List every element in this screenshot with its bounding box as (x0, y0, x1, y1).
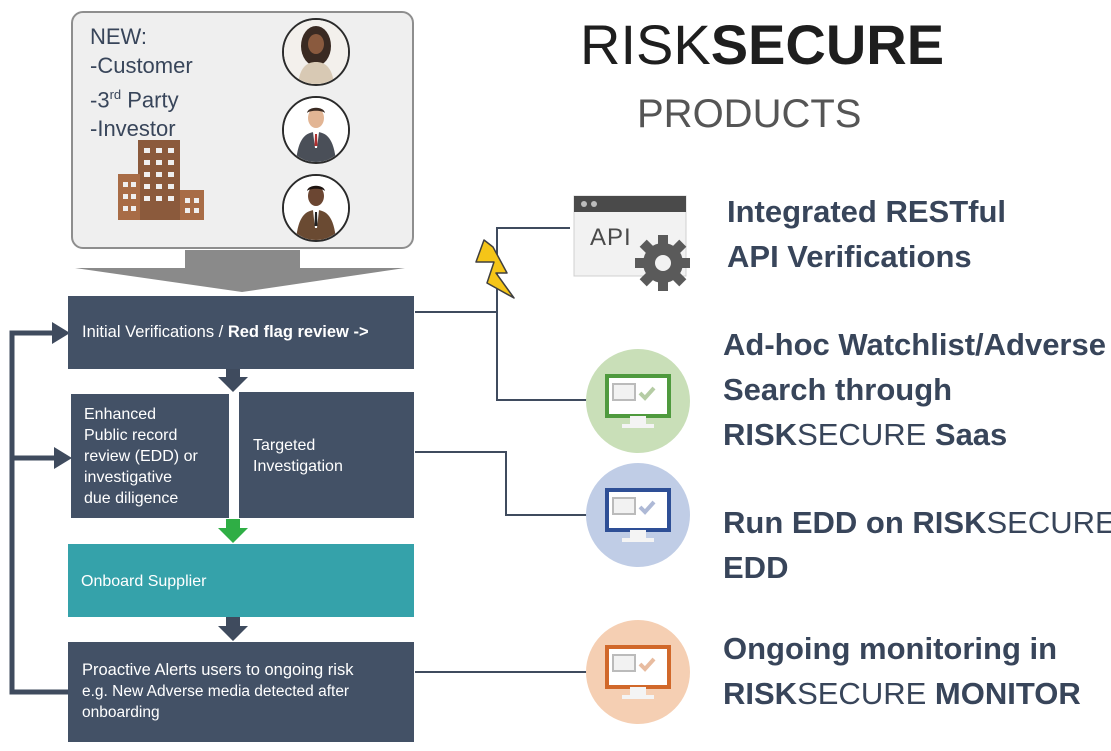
intake-down-arrow (75, 250, 405, 292)
monitor-icon-blue (586, 463, 690, 567)
adhoc-line: RISKSECURE Saas (723, 417, 1008, 452)
initial-verifications-text: Initial Verifications / (82, 323, 228, 341)
edd-product-text: Run EDD on RISKSECURE EDD (723, 500, 1111, 590)
feedback-arrowhead-top (52, 322, 70, 344)
adhoc-line: Search through (723, 372, 953, 407)
proactive-line: e.g. New Adverse media detected after (82, 683, 350, 700)
onboard-supplier-box: Onboard Supplier (68, 544, 414, 617)
down-arrow-2 (218, 617, 248, 641)
female-person-icon (282, 18, 350, 86)
adhoc-product-text: Ad-hoc Watchlist/Adverse Search through … (723, 322, 1106, 457)
monitor-product-line: Ongoing monitoring in (723, 631, 1058, 666)
onboard-supplier-text: Onboard Supplier (81, 573, 207, 590)
edd-product-line: EDD (723, 550, 789, 585)
edd-line: Enhanced (84, 406, 157, 423)
feedback-arrowhead-mid (54, 447, 72, 469)
targeted-investigation-box: Targeted Investigation (239, 392, 414, 518)
down-arrow-green (218, 519, 248, 543)
edd-box: Enhanced Public record review (EDD) or i… (71, 394, 229, 518)
monitor-icon-green (586, 349, 690, 453)
third-party-label: -3rd Party (90, 87, 179, 113)
api-product-text: Integrated RESTful API Verifications (727, 189, 1006, 279)
api-product-line: Integrated RESTful (727, 194, 1007, 229)
api-label: API (590, 224, 632, 251)
red-flag-review-text: Red flag review -> (227, 323, 369, 341)
feedback-loop-line (9, 330, 68, 695)
brand-subtitle: PRODUCTS (637, 92, 862, 136)
monitor-icon-orange (586, 620, 690, 724)
edd-line: due diligence (84, 490, 179, 507)
edd-line: investigative (84, 469, 173, 486)
adhoc-line: Ad-hoc Watchlist/Adverse (723, 327, 1106, 362)
edd-line: review (EDD) or (84, 448, 198, 465)
investor-label: -Investor (90, 116, 176, 142)
edd-line: Public record (84, 427, 178, 444)
targeted-line: Investigation (253, 458, 343, 475)
edd-connector (415, 451, 587, 516)
proactive-alerts-box: Proactive Alerts users to ongoing risk e… (68, 642, 414, 742)
adhoc-connector (496, 312, 587, 401)
proactive-line: onboarding (82, 704, 160, 721)
proactive-line: Proactive Alerts users to ongoing risk (82, 661, 354, 679)
monitor-product-text: Ongoing monitoring in RISKSECURE MONITOR (723, 626, 1081, 716)
api-icon (572, 194, 691, 294)
building-icon (118, 140, 204, 220)
brand-title: RISKSECURE (580, 13, 945, 76)
initial-verifications-box: Initial Verifications / Red flag review … (68, 296, 414, 369)
customer-label: -Customer (90, 53, 193, 78)
businessman-icon (282, 96, 350, 164)
lightning-icon (475, 239, 515, 299)
api-product-line: API Verifications (727, 239, 972, 274)
down-arrow-1 (218, 369, 248, 392)
edd-product-line: Run EDD on RISKSECURE (723, 505, 1111, 540)
targeted-line: Targeted (253, 437, 316, 454)
businessman-dark-icon (282, 174, 350, 242)
new-entities-list: NEW: -Customer -3rd Party -Investor (90, 22, 193, 143)
monitor-product-line: RISKSECURE MONITOR (723, 676, 1081, 711)
new-label: NEW: (90, 24, 148, 49)
